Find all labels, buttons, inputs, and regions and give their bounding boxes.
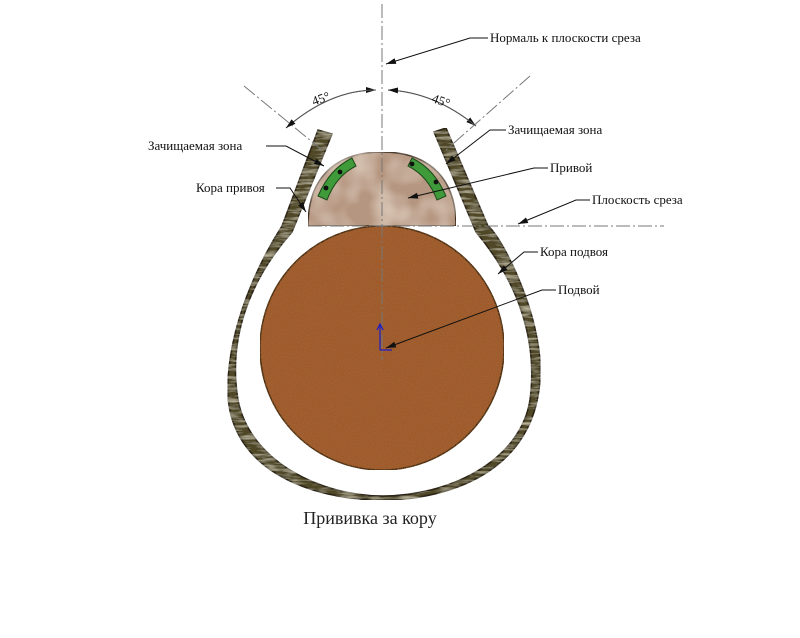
angle-arc-left-start xyxy=(285,89,377,129)
leader-scion-bark xyxy=(276,187,307,213)
label-rootstock-bark: Кора подвоя xyxy=(540,244,608,259)
leader-cleaning-left xyxy=(266,145,325,167)
label-normal: Нормаль к плоскости среза xyxy=(490,30,641,45)
label-cut-plane: Плоскость среза xyxy=(592,192,683,207)
diagram-caption: Прививка за кору xyxy=(303,508,437,528)
label-scion: Привой xyxy=(550,160,592,175)
label-rootstock: Подвой xyxy=(558,282,600,297)
angle-arc-right xyxy=(387,89,477,127)
cleaning-zone-dot xyxy=(323,185,329,191)
label-cleaning-zone-right: Зачищаемая зона xyxy=(508,122,602,137)
label-scion-bark: Кора привоя xyxy=(196,180,265,195)
angle-label-right: 45° xyxy=(430,90,452,110)
leader-cleaning-right xyxy=(445,129,506,165)
leader-rootstock-bark xyxy=(497,251,538,275)
leader-normal xyxy=(385,37,488,65)
angle-line-left xyxy=(243,85,323,151)
leader-rootstock xyxy=(385,289,556,349)
leader-cut-plane xyxy=(517,199,590,225)
cleaning-zone-dot xyxy=(337,169,343,175)
angle-line-right xyxy=(445,75,531,151)
label-cleaning-zone-left: Зачищаемая зона xyxy=(148,138,242,153)
angle-label-left: 45° xyxy=(310,88,332,108)
angle-arc-left xyxy=(285,87,377,129)
cleaning-zone-dot xyxy=(433,179,439,185)
cleaning-zone-dot xyxy=(409,161,415,167)
leader-scion xyxy=(407,167,548,199)
angle-arc-right-start xyxy=(387,87,477,127)
axis-marker-icon xyxy=(376,322,392,351)
